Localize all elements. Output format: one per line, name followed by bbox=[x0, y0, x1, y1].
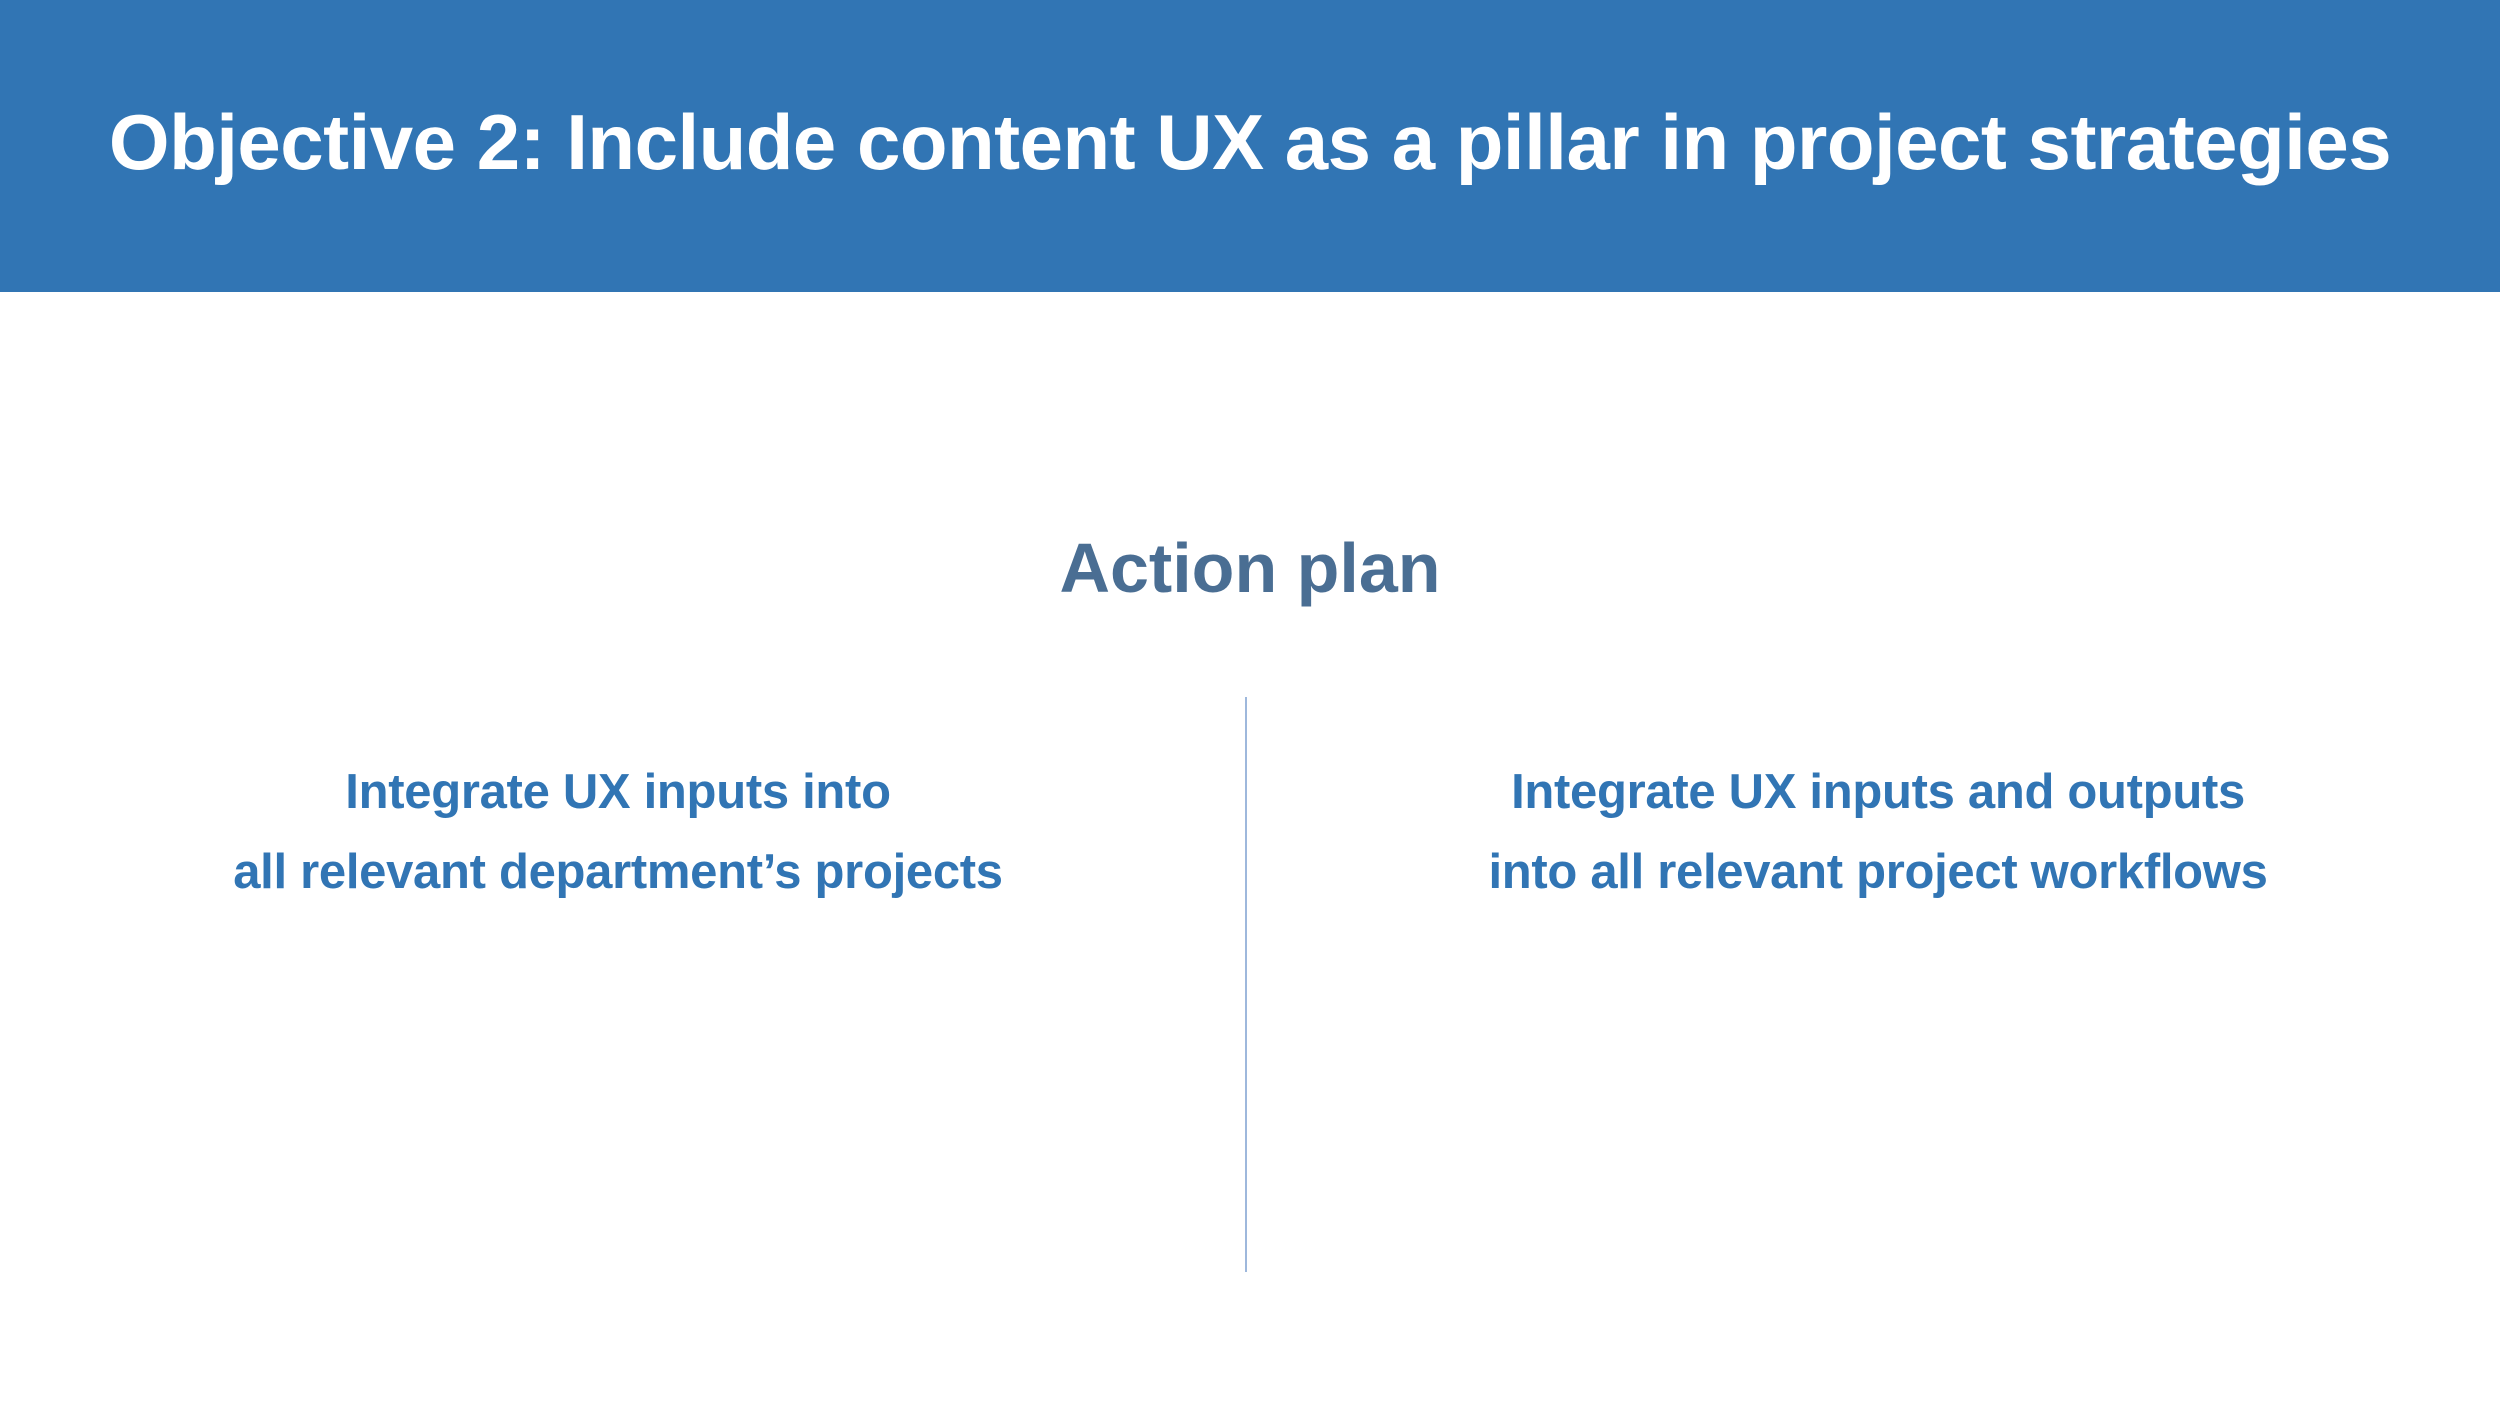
action-item-left-line-1: Integrate UX inputs into bbox=[345, 765, 891, 819]
action-plan-heading: Action plan bbox=[1059, 529, 1441, 607]
action-item-right: Integrate UX inputs and outputs into all… bbox=[1328, 752, 2428, 912]
slide-title: Objective 2: Include content UX as a pil… bbox=[108, 98, 2392, 186]
action-item-right-line-1: Integrate UX inputs and outputs bbox=[1511, 765, 2245, 819]
title-banner: Objective 2: Include content UX as a pil… bbox=[0, 0, 2500, 292]
column-divider bbox=[1245, 697, 1247, 1272]
action-item-right-line-2: into all relevant project workflows bbox=[1488, 845, 2268, 899]
action-item-left: Integrate UX inputs into all relevant de… bbox=[68, 752, 1168, 912]
action-item-left-line-2: all relevant department’s projects bbox=[233, 845, 1003, 899]
